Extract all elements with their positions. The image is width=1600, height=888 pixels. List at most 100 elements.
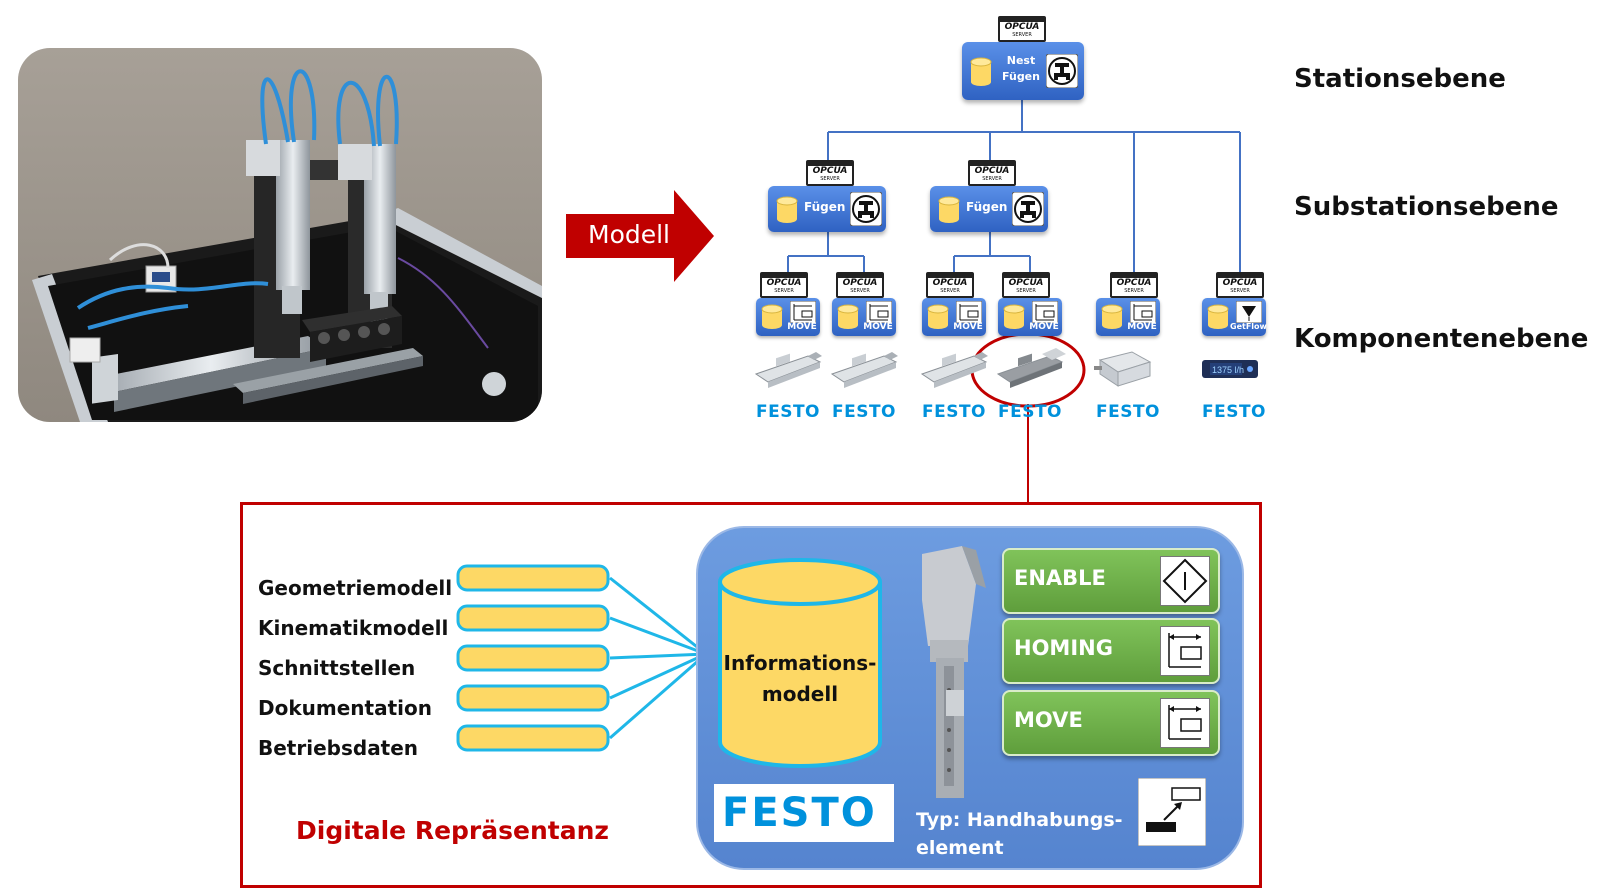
joining-press-icon [1012,192,1044,226]
festo-brand-label: FESTO [921,402,987,422]
substation-node-1[interactable]: Fügen [768,186,886,232]
opcua-subtitle: SERVER [1124,288,1144,294]
function-button-homing[interactable]: HOMING [1002,618,1220,684]
component-node-label: GetFlow [1230,322,1267,331]
move-icon [790,301,816,323]
category-label: Dokumentation [258,696,432,720]
category-label: Kinematikmodell [258,616,449,640]
level-label-substation: Substationsebene [1294,192,1559,222]
data-disc-stack [456,564,610,752]
festo-logo: FESTO [714,784,894,842]
component-node-label: MOVE [787,322,817,332]
flow-sensor-icon: 1375 l/h [1202,360,1258,378]
flow-sensor-display: 1375 l/h [1212,365,1244,375]
opcua-brand: OPCUA [1116,278,1152,288]
festo-brand-label: FESTO [1095,402,1161,422]
function-button-label: MOVE [1014,708,1083,732]
digital-representation-title: Digitale Repräsentanz [296,816,609,845]
database-icon [776,196,798,223]
component-node-label: MOVE [953,322,983,332]
joining-press-icon [1046,54,1078,88]
data-disc [456,564,610,592]
data-disc [456,724,610,752]
component-node-label: MOVE [863,322,893,332]
linear-axis-icon [920,352,988,388]
festo-brand-label: FESTO [755,402,821,422]
component-node[interactable]: MOVE [1096,298,1160,336]
handling-type-icon [1138,778,1206,846]
opcua-subtitle: SERVER [774,288,794,294]
database-icon [1101,304,1123,329]
move-icon [1032,301,1058,323]
festo-brand-label: FESTO [997,402,1063,422]
component-node[interactable]: MOVE [756,298,820,336]
database-icon [761,304,783,329]
data-disc [456,684,610,712]
information-model-cylinder [718,558,882,768]
substation-node-2[interactable]: Fügen [930,186,1048,232]
modell-arrow: Modell [566,190,716,282]
component-product [752,346,828,392]
category-label: Geometriemodell [258,576,453,600]
opcua-subtitle: SERVER [820,176,840,182]
component-node-label: MOVE [1029,322,1059,332]
function-button-enable[interactable]: ENABLE [1002,548,1220,614]
move-icon [1130,301,1156,323]
machine-photo [18,48,542,422]
component-product [828,346,904,392]
opcua-brand: OPCUA [1008,278,1044,288]
database-icon [938,196,960,223]
festo-brand-label: FESTO [831,402,897,422]
component-product: 1375 l/h [1198,346,1274,392]
category-label: Schnittstellen [258,656,416,680]
modell-arrow-label: Modell [588,220,671,249]
joining-press-icon [850,192,882,226]
level-label-component: Komponentenebene [1294,324,1589,354]
category-label: Betriebsdaten [258,736,419,760]
opcua-brand: OPCUA [842,278,878,288]
opcua-subtitle: SERVER [982,176,1002,182]
opcua-subtitle: SERVER [1016,288,1036,294]
component-node[interactable]: MOVE [922,298,986,336]
linear-axis-icon [996,348,1066,388]
data-sources-graphic [456,564,707,752]
database-icon [927,304,949,329]
move-icon [1160,698,1210,748]
component-node[interactable]: MOVE [832,298,896,336]
component-type-label: Typ: Handhabungs- element [916,809,1123,859]
enable-diamond-icon [1160,556,1210,606]
linear-axis-icon [754,352,822,388]
component-product [918,346,994,392]
level-label-station: Stationsebene [1294,64,1506,94]
move-icon [956,301,982,323]
opcua-brand: OPCUA [812,166,848,176]
opcua-brand: OPCUA [766,278,802,288]
component-product [1092,346,1168,392]
function-button-move[interactable]: MOVE [1002,690,1220,756]
opcua-subtitle: SERVER [1230,288,1250,294]
component-node[interactable]: MOVE [998,298,1062,336]
function-button-label: HOMING [1014,636,1113,660]
opcua-brand: OPCUA [932,278,968,288]
flow-icon [1236,301,1262,323]
component-product [994,346,1070,392]
database-icon [1003,304,1025,329]
digital-representation-panel [240,502,1262,888]
handling-element-device [922,546,986,798]
festo-brand-label: FESTO [1201,402,1267,422]
function-button-label: ENABLE [1014,566,1106,590]
component-node-label: MOVE [1127,322,1157,332]
component-node[interactable]: GetFlow [1202,298,1267,336]
opcua-subtitle: SERVER [850,288,870,294]
homing-icon [1160,626,1210,676]
opcua-brand: OPCUA [974,166,1010,176]
